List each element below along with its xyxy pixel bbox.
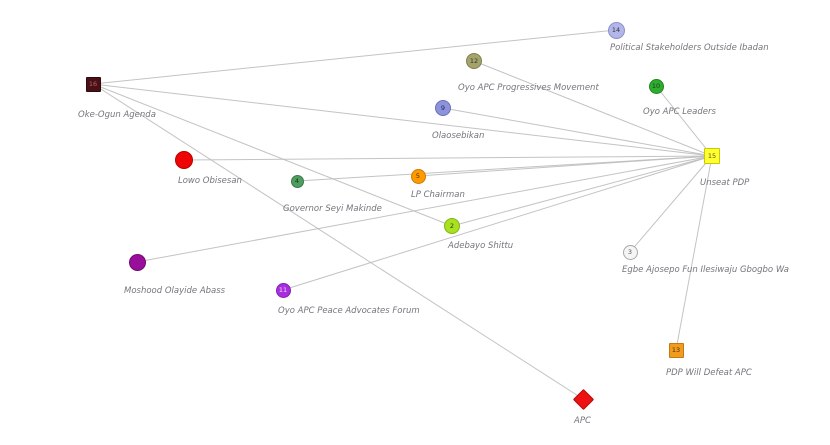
edge-n16-n14: [92, 29, 617, 85]
node-n2[interactable]: 2: [444, 218, 460, 234]
node-lowo[interactable]: [175, 151, 193, 169]
node-moshood[interactable]: [128, 253, 146, 271]
edge-n9-n15: [442, 107, 713, 157]
edge-n12-n15: [473, 60, 713, 157]
node-n4[interactable]: 4: [290, 174, 304, 188]
edge-n11-n15: [282, 155, 713, 291]
node-n3[interactable]: 3: [622, 244, 638, 260]
edge-n4-n15: [296, 155, 713, 182]
node-n16[interactable]: 16: [85, 76, 101, 92]
node-n15[interactable]: 15: [704, 148, 720, 164]
node-n12[interactable]: 12: [466, 53, 482, 69]
edge-n16-apc: [92, 83, 584, 400]
edge-moshood-n15: [136, 155, 713, 263]
node-n14[interactable]: 14: [607, 21, 625, 39]
node-n5[interactable]: 5: [410, 168, 426, 184]
node-n11[interactable]: 11: [275, 282, 291, 298]
edge-n13-n15: [675, 155, 713, 351]
edge-n16-n15: [92, 83, 713, 157]
edge-lowo-n15: [183, 155, 713, 161]
edge-n5-n15: [417, 155, 713, 177]
edge-n3-n15: [629, 155, 713, 253]
edge-n2-n15: [451, 155, 713, 227]
edge-n10-n15: [655, 85, 713, 157]
node-n9[interactable]: 9: [435, 100, 451, 116]
node-n10[interactable]: 10: [648, 78, 664, 94]
edge-n16-n2: [92, 83, 453, 227]
node-n13[interactable]: 13: [668, 342, 684, 358]
